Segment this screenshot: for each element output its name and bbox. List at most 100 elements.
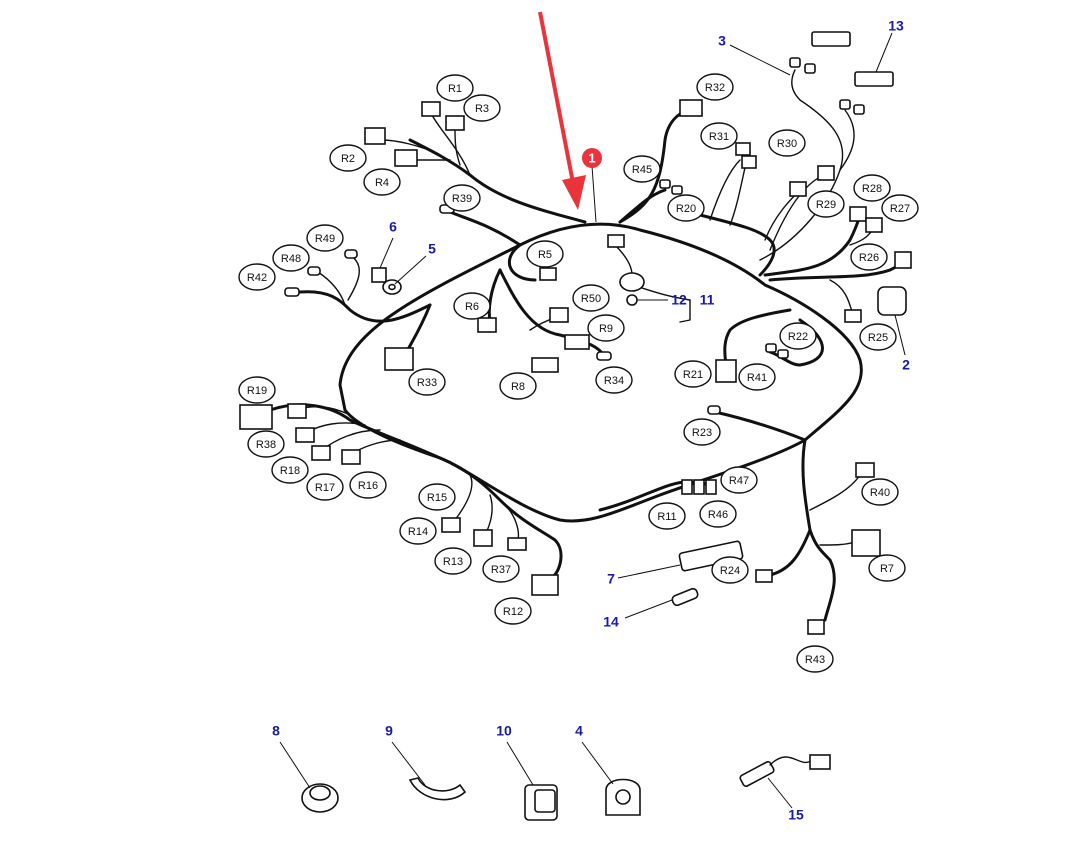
ref-text: R24 — [720, 565, 740, 577]
ref-label-r25: R25 — [859, 323, 897, 351]
branch-r23 — [713, 410, 807, 442]
ref-oval — [271, 456, 309, 484]
ref-label-r50: R50 — [572, 284, 610, 312]
part-callout-13: 13 — [888, 18, 904, 34]
ref-oval — [436, 74, 474, 102]
branch-r1-r4 — [408, 138, 587, 224]
connector-r38 — [239, 404, 273, 430]
ref-label-r39: R39 — [443, 184, 481, 212]
part-4-bracket-hole — [615, 789, 631, 805]
branch-r42-r49-wire-3 — [347, 254, 360, 301]
branch-r21 — [723, 308, 792, 367]
connector-r32 — [679, 99, 703, 117]
ref-oval — [861, 478, 899, 506]
ref-label-r29: R29 — [807, 190, 845, 218]
ref-label-r46: R46 — [699, 500, 737, 528]
marker-circle — [582, 148, 602, 168]
ref-label-r33: R33 — [408, 368, 446, 396]
callout-leaders — [279, 32, 906, 809]
part-12-clip — [626, 294, 638, 306]
part-15-sensor-body — [739, 760, 775, 788]
ref-oval — [683, 418, 721, 446]
sensor-11-body — [619, 272, 645, 292]
branch-r8-r9 — [498, 268, 607, 360]
ref-text: R21 — [683, 369, 703, 381]
branch-r42-r49 — [298, 290, 432, 323]
connector-r29 — [789, 181, 807, 197]
ref-oval — [463, 94, 501, 122]
branch-right-upper-wire-4 — [764, 189, 801, 241]
leader-10 — [506, 741, 534, 786]
leader-8 — [279, 741, 311, 789]
ref-label-r17: R17 — [306, 473, 344, 501]
connector-r26 — [894, 251, 912, 269]
part-callout-10: 10 — [496, 723, 512, 739]
ref-text: R31 — [709, 131, 729, 143]
ref-text: R7 — [880, 563, 894, 575]
ref-label-r21: R21 — [674, 360, 712, 388]
connector-3-c — [839, 99, 851, 110]
ref-text: R41 — [747, 372, 767, 384]
ref-oval — [363, 168, 401, 196]
ref-oval — [595, 366, 633, 394]
ref-label-r28: R28 — [853, 174, 891, 202]
connector-r31-a — [735, 142, 751, 156]
part-6-nut — [371, 267, 387, 283]
branch-r45-r20 — [618, 188, 667, 224]
branch-r12-r15-wire-2 — [454, 474, 473, 521]
ref-oval — [623, 155, 661, 183]
branch-r26-r28 — [763, 213, 862, 277]
connector-r18 — [295, 427, 315, 443]
ref-label-r14: R14 — [399, 517, 437, 545]
ref-label-r32: R32 — [696, 73, 734, 101]
ref-label-r1: R1 — [436, 74, 474, 102]
ref-oval — [399, 517, 437, 545]
ref-label-r13: R13 — [434, 547, 472, 575]
connector-r48 — [307, 266, 321, 276]
ref-text: R3 — [475, 103, 489, 115]
connector-r21 — [715, 359, 737, 383]
branch-r1-r4-wire-3 — [454, 127, 461, 166]
part-5-washer-hole — [388, 283, 396, 291]
ref-label-r20: R20 — [667, 194, 705, 222]
ref-label-r24: R24 — [711, 556, 749, 584]
ref-text: R4 — [375, 177, 389, 189]
ref-text: R18 — [280, 465, 300, 477]
connector-r11-b — [693, 479, 705, 495]
ref-label-r6: R6 — [453, 292, 491, 320]
part-8-grommet-inner — [309, 785, 331, 801]
ref-text: R50 — [581, 293, 601, 305]
loose-parts — [301, 754, 831, 821]
connector-r33 — [384, 347, 414, 371]
main-harness-loop — [338, 222, 863, 523]
ref-text: R13 — [443, 556, 463, 568]
ref-text: R42 — [247, 272, 267, 284]
ref-label-r18: R18 — [271, 456, 309, 484]
branch-r42-r49-wire-2 — [317, 271, 346, 306]
connector-r42 — [284, 287, 300, 297]
connector-r49 — [344, 249, 358, 259]
part-callout-4: 4 — [575, 723, 583, 739]
ref-oval — [796, 645, 834, 673]
connector-3-a — [789, 57, 801, 68]
ref-oval — [306, 224, 344, 252]
branch-3-wire-2 — [839, 109, 855, 171]
connector-r5 — [539, 267, 557, 281]
connector-r12 — [531, 574, 559, 596]
sensor-lead-3 — [679, 299, 691, 323]
branch-3-wire-1 — [759, 69, 844, 261]
ref-text: R16 — [358, 480, 378, 492]
ref-text: R20 — [676, 203, 696, 215]
leader-15 — [767, 777, 793, 809]
ref-text: R38 — [256, 439, 276, 451]
branch-r7-wire — [819, 541, 856, 546]
branch-r1-r4-wire-2 — [431, 114, 471, 176]
ref-text: R6 — [465, 301, 479, 313]
ref-label-r7: R7 — [868, 554, 906, 582]
leader-7 — [617, 564, 681, 579]
ref-label-r40: R40 — [861, 478, 899, 506]
part-10-clip-inner — [534, 789, 556, 813]
arrow-shaft — [538, 11, 576, 189]
branch-r12-r15-wire-3 — [484, 494, 493, 536]
connector-r23 — [707, 405, 721, 415]
